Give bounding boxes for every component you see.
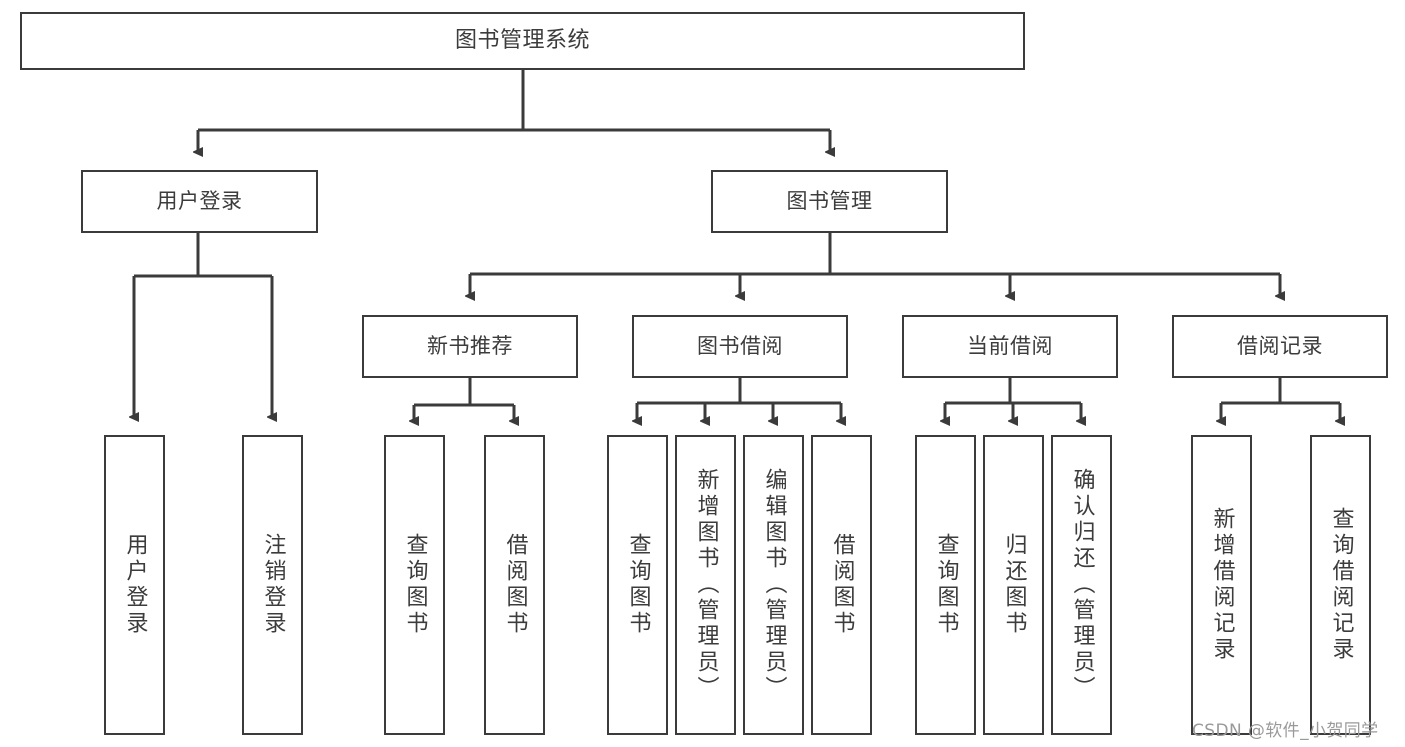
node-book-borrow[interactable]: 图书借阅 [632, 315, 848, 378]
node-label: 查询图书 [402, 533, 428, 637]
node-label: 图书借阅 [697, 333, 783, 358]
node-leaf-edit-book-admin[interactable]: 编辑图书（管理员） [743, 435, 804, 735]
node-label: 新书推荐 [427, 333, 513, 358]
node-leaf-return-book[interactable]: 归还图书 [983, 435, 1044, 735]
node-label: 借阅记录 [1237, 333, 1323, 358]
node-leaf-borrow-book-1[interactable]: 借阅图书 [484, 435, 545, 735]
csdn-watermark: CSDN @软件_小贺同学 [1192, 721, 1379, 741]
node-leaf-logout[interactable]: 注销登录 [242, 435, 303, 735]
node-leaf-confirm-return-admin[interactable]: 确认归还（管理员） [1051, 435, 1112, 735]
node-new-book-recommend[interactable]: 新书推荐 [362, 315, 578, 378]
node-book-management[interactable]: 图书管理 [711, 170, 948, 233]
node-label: 查询图书 [933, 533, 959, 637]
node-leaf-query-book-2[interactable]: 查询图书 [607, 435, 668, 735]
node-leaf-user-login[interactable]: 用户登录 [104, 435, 165, 735]
node-leaf-borrow-book-2[interactable]: 借阅图书 [811, 435, 872, 735]
node-label: 查询借阅记录 [1328, 507, 1354, 663]
node-label: 查询图书 [625, 533, 651, 637]
node-label: 用户登录 [122, 533, 148, 637]
node-leaf-query-borrow-record[interactable]: 查询借阅记录 [1310, 435, 1371, 735]
node-leaf-add-borrow-record[interactable]: 新增借阅记录 [1191, 435, 1252, 735]
node-label: 确认归还（管理员） [1069, 468, 1095, 702]
node-label: 图书管理 [786, 188, 873, 213]
node-label: 新增图书（管理员） [693, 468, 719, 702]
node-label: 图书管理系统 [454, 27, 590, 53]
node-system-root[interactable]: 图书管理系统 [20, 12, 1025, 70]
node-leaf-query-book-3[interactable]: 查询图书 [915, 435, 976, 735]
node-label: 借阅图书 [502, 533, 528, 637]
node-label: 编辑图书（管理员） [761, 468, 787, 702]
node-borrow-record[interactable]: 借阅记录 [1172, 315, 1388, 378]
node-leaf-add-book-admin[interactable]: 新增图书（管理员） [675, 435, 736, 735]
node-label: 当前借阅 [967, 333, 1053, 358]
node-label: 归还图书 [1001, 533, 1027, 637]
node-user-login[interactable]: 用户登录 [81, 170, 318, 233]
node-label: 注销登录 [260, 533, 286, 637]
node-current-borrow[interactable]: 当前借阅 [902, 315, 1118, 378]
node-label: 借阅图书 [829, 533, 855, 637]
node-leaf-query-book-1[interactable]: 查询图书 [384, 435, 445, 735]
node-label: 用户登录 [156, 188, 243, 213]
node-label: 新增借阅记录 [1209, 507, 1235, 663]
